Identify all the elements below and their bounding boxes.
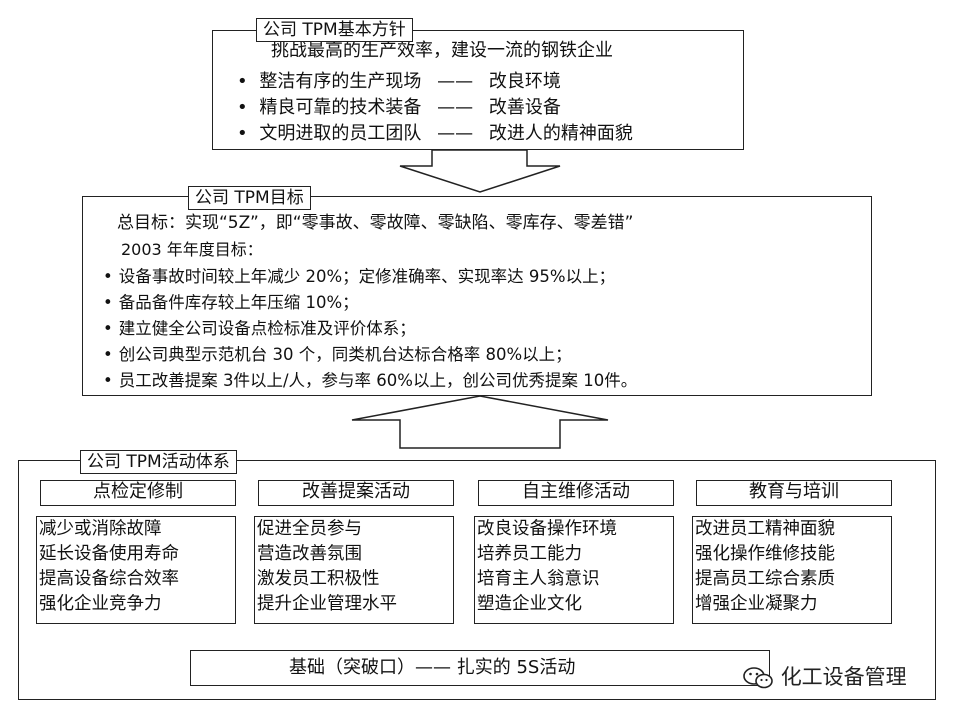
goal-item: 员工改善提案 3件以上/人，参与率 60%以上，创公司优秀提案 10件。 [103, 369, 637, 393]
goals-box: 总目标：实现“5Z”，即“零事故、零故障、零缺陷、零库存、零差错” 2003 年… [82, 196, 872, 396]
column-head: 教育与培训 [696, 480, 892, 506]
system-title: 公司 TPM活动体系 [80, 450, 237, 474]
goals-overall: 总目标：实现“5Z”，即“零事故、零故障、零缺陷、零库存、零差错” [117, 213, 634, 233]
policy-item: 文明进取的员工团队 —— 改进人的精神面貌 [237, 121, 633, 147]
column-line: 减少或消除故障 [39, 519, 162, 539]
column-body: 改进员工精神面貌 强化操作维修技能 提高员工综合素质 增强企业凝聚力 [692, 516, 892, 624]
policy-dash: —— [437, 123, 474, 144]
column-line: 培养员工能力 [477, 544, 582, 564]
foundation-text: 基础（突破口）—— 扎实的 5S活动 [289, 657, 576, 678]
column-line: 改进员工精神面貌 [695, 519, 835, 539]
policy-dash: —— [437, 71, 474, 92]
policy-title: 公司 TPM基本方针 [256, 18, 413, 42]
policy-box: 挑战最高的生产效率，建设一流的钢铁企业 整洁有序的生产现场 —— 改良环境 精良… [212, 30, 744, 150]
policy-item-right: 改良环境 [488, 71, 561, 92]
column-head: 改善提案活动 [258, 480, 454, 506]
wechat-icon [742, 666, 774, 690]
column-line: 增强企业凝聚力 [695, 594, 818, 614]
column-line: 营造改善氛围 [257, 544, 362, 564]
policy-item-right: 改进人的精神面貌 [488, 123, 633, 144]
policy-item-left: 精良可靠的技术装备 [259, 97, 422, 118]
column-line: 改良设备操作环境 [477, 519, 617, 539]
column-line: 提高员工综合素质 [695, 569, 835, 589]
policy-item-left: 文明进取的员工团队 [259, 123, 422, 144]
goal-item: 建立健全公司设备点检标准及评价体系； [103, 317, 416, 341]
policy-item: 整洁有序的生产现场 —— 改良环境 [237, 69, 561, 95]
goals-title: 公司 TPM目标 [188, 186, 311, 210]
column-line: 促进全员参与 [257, 519, 362, 539]
up-arrow [351, 395, 609, 449]
policy-item-left: 整洁有序的生产现场 [259, 71, 422, 92]
watermark-text: 化工设备管理 [780, 665, 907, 689]
column-line: 延长设备使用寿命 [39, 544, 179, 564]
column-body: 减少或消除故障 延长设备使用寿命 提高设备综合效率 强化企业竞争力 [36, 516, 236, 624]
policy-main: 挑战最高的生产效率，建设一流的钢铁企业 [271, 40, 613, 61]
goal-item: 备品备件库存较上年压缩 10%； [103, 291, 359, 315]
column-line: 强化企业竞争力 [39, 594, 162, 614]
column-head: 自主维修活动 [478, 480, 674, 506]
policy-item-right: 改善设备 [488, 97, 561, 118]
column-line: 提高设备综合效率 [39, 569, 179, 589]
down-arrow [399, 149, 561, 193]
column-line: 培育主人翁意识 [477, 569, 600, 589]
watermark: 化工设备管理 [742, 664, 907, 690]
column-body: 促进全员参与 营造改善氛围 激发员工积极性 提升企业管理水平 [254, 516, 454, 624]
goals-annual: 2003 年年度目标： [121, 240, 263, 259]
column-head: 点检定修制 [40, 480, 236, 506]
column-line: 激发员工积极性 [257, 569, 380, 589]
goal-item: 设备事故时间较上年减少 20%；定修准确率、实现率达 95%以上； [103, 265, 615, 289]
column-body: 改良设备操作环境 培养员工能力 培育主人翁意识 塑造企业文化 [474, 516, 674, 624]
foundation-box: 基础（突破口）—— 扎实的 5S活动 [190, 650, 770, 686]
goal-item: 创公司典型示范机台 30 个，同类机台达标合格率 80%以上； [103, 343, 572, 367]
policy-item: 精良可靠的技术装备 —— 改善设备 [237, 95, 561, 121]
column-line: 强化操作维修技能 [695, 544, 835, 564]
column-line: 塑造企业文化 [477, 594, 582, 614]
column-line: 提升企业管理水平 [257, 594, 397, 614]
policy-dash: —— [437, 97, 474, 118]
